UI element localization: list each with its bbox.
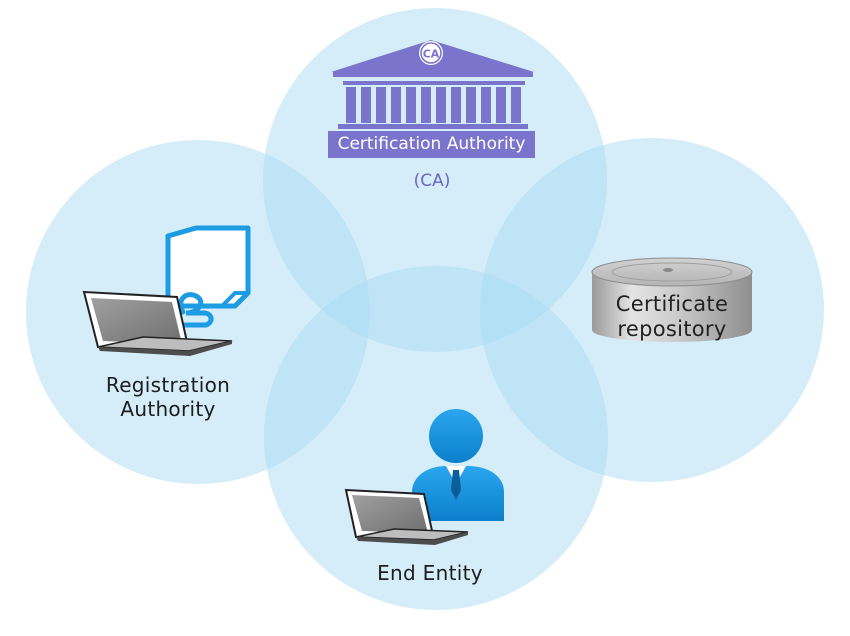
repo-label-line1: Certificate [615, 292, 729, 316]
end-entity-label: End Entity [377, 561, 483, 585]
database-cylinder-icon [591, 257, 753, 342]
certificate-repository-label: Certificate repository [600, 292, 744, 342]
registration-authority-label: Registration Authority [78, 373, 258, 421]
ca-abbrev-label: (CA) [413, 171, 451, 191]
user-icon [412, 409, 504, 521]
ra-label-line2: Authority [120, 397, 216, 421]
ca-seal-icon: CA [419, 41, 443, 65]
ca-name-label: Certification Authority [337, 134, 526, 154]
bank-building-icon: CA [328, 40, 535, 158]
ra-laptop-icon [82, 290, 233, 356]
ca-seal-text: CA [423, 48, 440, 61]
end-entity-laptop-icon [344, 488, 469, 545]
ra-label-line1: Registration [105, 373, 231, 397]
repo-label-line2: repository [617, 317, 727, 341]
document-e-icon [165, 225, 251, 328]
